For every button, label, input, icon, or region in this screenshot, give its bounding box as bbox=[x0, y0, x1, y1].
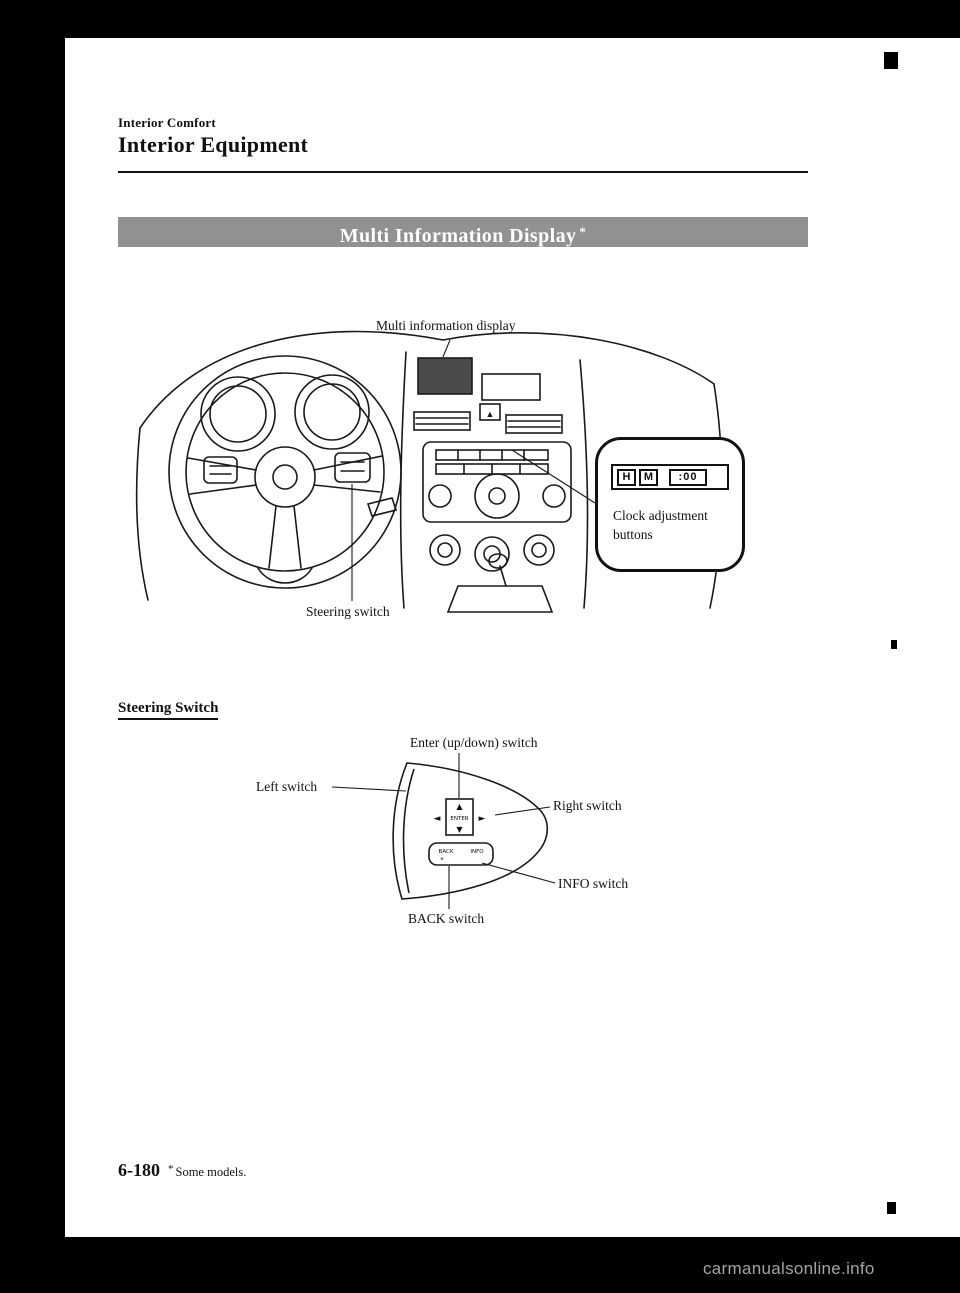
climate-knob-right bbox=[523, 534, 555, 566]
steering-switch-diagram-art: ▲ ENTER ▼ ◄ ► BACK INFO * bbox=[331, 753, 556, 909]
page-footer: 6-180 *Some models. bbox=[118, 1160, 246, 1181]
wheel-spoke-left bbox=[187, 457, 257, 495]
up-arrow-icon: ▲ bbox=[456, 802, 463, 811]
climate-knob-right-inner bbox=[531, 542, 547, 558]
audio-volume-knob bbox=[428, 484, 452, 508]
multi-information-display bbox=[417, 357, 473, 395]
left-switch-label: Left switch bbox=[256, 779, 318, 794]
vent-left bbox=[413, 411, 471, 431]
scan-border-top bbox=[0, 0, 960, 38]
vent-right-slats bbox=[507, 420, 561, 428]
down-arrow-icon: ▼ bbox=[456, 825, 463, 834]
footer-note: *Some models. bbox=[168, 1163, 247, 1179]
chapter-label: Interior Comfort bbox=[118, 115, 216, 130]
steering-switch-callout-label: Steering switch bbox=[306, 604, 390, 619]
print-artifact bbox=[891, 640, 897, 649]
audio-buttons-row2-dividers bbox=[463, 463, 521, 475]
steering-switch-diagram: ▲ ENTER ▼ ◄ ► BACK INFO * Enter (up/down… bbox=[250, 735, 670, 945]
vent-right bbox=[505, 414, 563, 434]
wiper-stalk bbox=[366, 497, 398, 517]
wheel-hub bbox=[254, 446, 316, 508]
audio-panel bbox=[422, 441, 572, 523]
right-arrow-icon: ► bbox=[479, 814, 486, 824]
print-artifact bbox=[887, 1202, 896, 1214]
audio-buttons-row1-dividers bbox=[457, 449, 525, 461]
console-left-edge bbox=[399, 351, 407, 609]
page-title: Interior Equipment bbox=[118, 132, 309, 157]
climate-knob-center bbox=[474, 536, 510, 572]
leader-line-clock bbox=[511, 449, 596, 504]
audio-main-knob bbox=[474, 473, 520, 519]
clock-minute-button: M bbox=[639, 468, 658, 486]
clock-callout-caption: Clock adjustment buttons bbox=[598, 506, 742, 544]
hazard-button bbox=[479, 403, 501, 421]
clock-buttons-graphic: H M :00 bbox=[611, 464, 729, 490]
enter-button-label: ENTER bbox=[450, 816, 468, 822]
gauge-left-inner bbox=[209, 385, 267, 443]
gauge-right bbox=[294, 374, 370, 450]
leader-line-right bbox=[494, 806, 551, 816]
clock-adjustment-callout: H M :00 Clock adjustment buttons bbox=[595, 437, 745, 572]
shifter-knob bbox=[488, 553, 508, 569]
left-switch-pod bbox=[203, 456, 238, 484]
info-switch-label: INFO switch bbox=[558, 876, 629, 891]
clock-hour-button: H bbox=[617, 468, 636, 486]
steering-switch-pod bbox=[334, 452, 371, 483]
steering-wheel-rim-inner bbox=[185, 372, 385, 572]
audio-buttons-row1 bbox=[435, 449, 549, 461]
right-switch-label: Right switch bbox=[553, 798, 622, 813]
print-artifact bbox=[884, 52, 898, 69]
enter-switch-button bbox=[445, 798, 474, 836]
climate-knob-left bbox=[429, 534, 461, 566]
section-banner: Multi Information Display* bbox=[118, 217, 808, 247]
display-callout-label: Multi information display bbox=[376, 318, 516, 333]
section-heading-steering-switch: Steering Switch bbox=[118, 700, 219, 720]
asterisk-mark: * bbox=[168, 1163, 174, 1175]
page-number: 6-180 bbox=[118, 1160, 160, 1180]
dashboard-diagram-art: ▲ bbox=[135, 330, 723, 613]
clock-callout-caption-line2: buttons bbox=[613, 527, 653, 542]
left-switch-pod-buttons bbox=[209, 465, 232, 475]
clock-callout-caption-line1: Clock adjustment bbox=[613, 508, 708, 523]
enter-switch-label: Enter (up/down) switch bbox=[410, 735, 538, 750]
shifter-stick bbox=[499, 565, 507, 587]
steering-column bbox=[257, 567, 313, 584]
secondary-display bbox=[481, 373, 541, 401]
audio-tune-knob bbox=[542, 484, 566, 508]
clock-time-display: :00 bbox=[669, 468, 707, 486]
left-arrow-icon: ◄ bbox=[434, 814, 441, 824]
console-right-edge bbox=[579, 359, 589, 609]
section-banner-title: Multi Information Display bbox=[339, 225, 577, 247]
wheel-hub-center bbox=[272, 464, 298, 490]
steering-switch-pod-buttons bbox=[340, 461, 365, 472]
gauge-left bbox=[200, 376, 276, 452]
back-button-label: BACK bbox=[439, 849, 454, 855]
switch-pod-outline bbox=[392, 762, 549, 900]
shifter-base bbox=[446, 585, 554, 613]
leader-line-left bbox=[331, 786, 407, 792]
hazard-up-icon: ▲ bbox=[486, 409, 495, 419]
scan-border-bottom bbox=[0, 1237, 960, 1293]
scan-border-left bbox=[0, 0, 65, 1293]
vent-left-slats bbox=[415, 417, 469, 425]
leader-line-display bbox=[442, 339, 451, 358]
leader-line-info bbox=[481, 862, 556, 884]
back-footnote-asterisk: * bbox=[440, 856, 444, 864]
wheel-spoke-bottom bbox=[268, 505, 302, 569]
dash-left-edge bbox=[135, 427, 149, 601]
asterisk-mark: * bbox=[579, 224, 587, 239]
info-button-label: INFO bbox=[470, 849, 484, 855]
back-info-button-bar bbox=[428, 842, 494, 866]
header-rule bbox=[118, 171, 808, 173]
switch-pod-rim-line bbox=[402, 768, 415, 894]
dash-top-edge bbox=[139, 330, 715, 429]
dashboard-diagram: ▲ bbox=[118, 300, 808, 650]
footer-note-text: Some models. bbox=[175, 1165, 247, 1179]
back-switch-label: BACK switch bbox=[408, 911, 485, 926]
gauge-right-inner bbox=[303, 383, 361, 441]
audio-main-knob-inner bbox=[488, 487, 506, 505]
climate-knob-left-inner bbox=[437, 542, 453, 558]
watermark: carmanualsonline.info bbox=[703, 1259, 875, 1278]
